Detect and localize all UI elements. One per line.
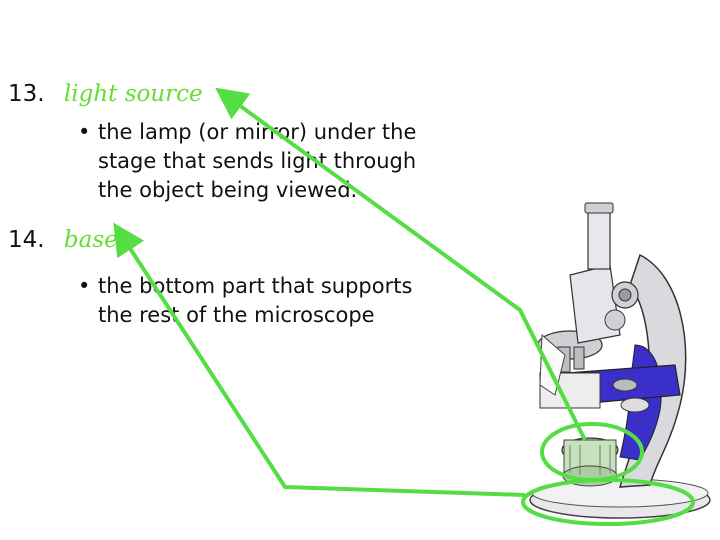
bullet: • — [78, 120, 91, 144]
term-word: base — [63, 227, 118, 253]
term-light-source: 13. light source — [8, 80, 203, 108]
microscope-illustration — [529, 202, 711, 519]
definition-line: the rest of the microscope — [98, 303, 375, 327]
definition-line: stage that sends light through — [98, 149, 417, 173]
definition-base: • the bottom part that supports the rest… — [78, 272, 413, 330]
term-word: light source — [63, 81, 203, 107]
definition-line: the object being viewed. — [98, 178, 358, 202]
term-number: 13. — [8, 81, 45, 107]
term-number: 14. — [8, 227, 45, 253]
definition-line: the lamp (or mirror) under the — [98, 120, 417, 144]
bullet: • — [78, 274, 91, 298]
term-base: 14. base — [8, 226, 118, 254]
definition-line: the bottom part that supports — [98, 274, 413, 298]
definition-light-source: • the lamp (or mirror) under the stage t… — [78, 118, 417, 205]
